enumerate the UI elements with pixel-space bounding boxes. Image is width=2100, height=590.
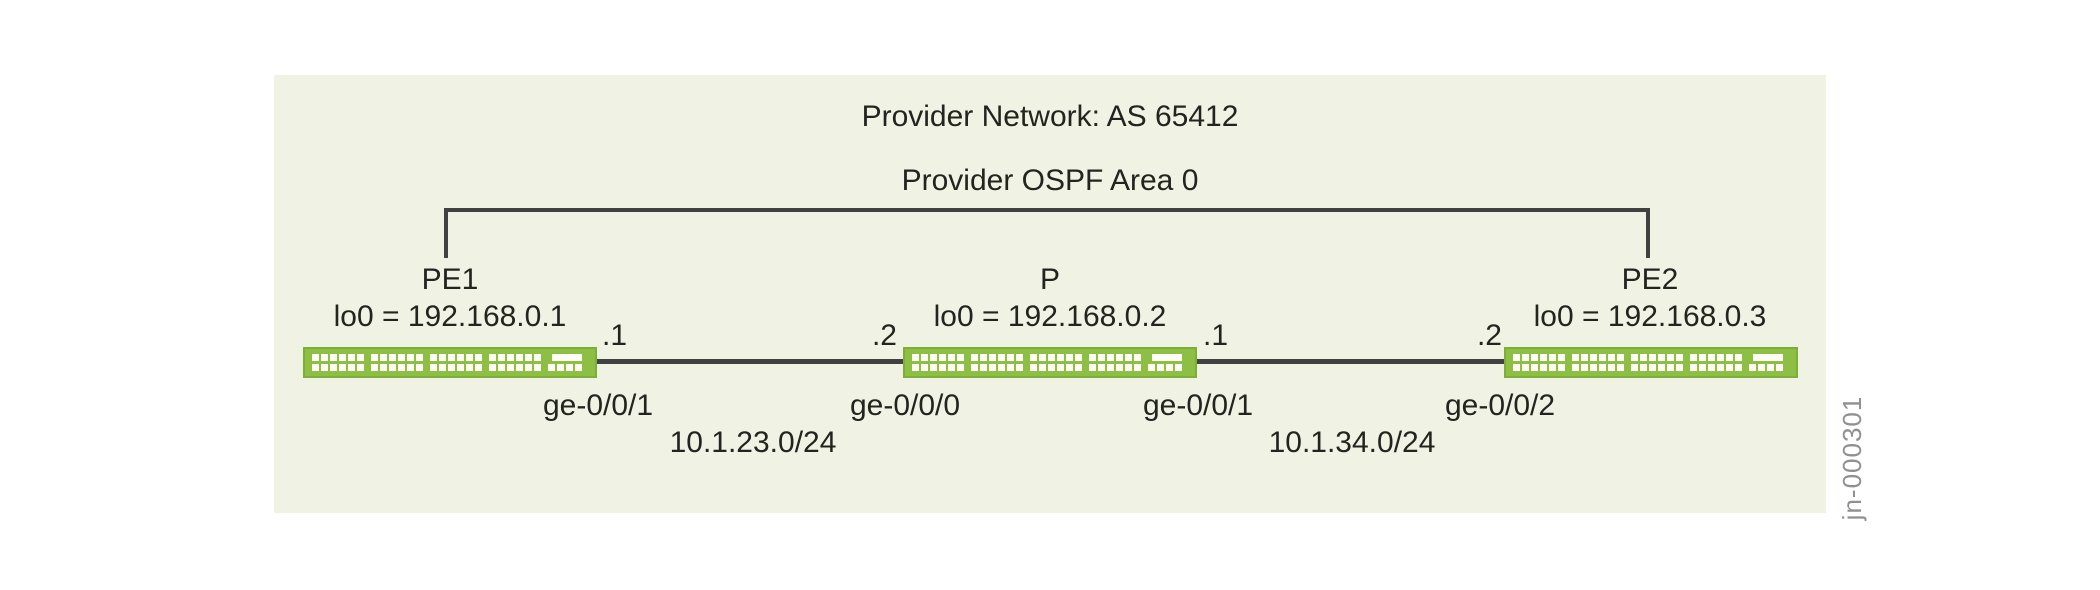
subnet-label-pe1-p: 10.1.23.0/24 <box>669 426 837 459</box>
ip-label-pe1-side: .1 <box>602 319 628 352</box>
interface-label-p-right: ge-0/0/1 <box>1142 389 1254 422</box>
port-group <box>1030 354 1082 371</box>
port-group <box>912 354 964 371</box>
interface-label-pe2: ge-0/0/2 <box>1444 389 1556 422</box>
node-loopback-p: lo0 = 192.168.0.2 <box>933 300 1167 333</box>
port-group <box>1631 354 1683 371</box>
subnet-label-p-pe2: 10.1.34.0/24 <box>1268 426 1436 459</box>
port-bar <box>1152 354 1182 361</box>
port-row <box>1148 364 1182 371</box>
node-label-pe1: PE1 lo0 = 192.168.0.1 <box>200 261 700 335</box>
router-icon-pe1 <box>303 347 597 378</box>
ospf-area-bracket <box>444 208 1650 258</box>
uplink-port-group <box>1749 354 1783 371</box>
node-label-pe2: PE2 lo0 = 192.168.0.3 <box>1400 261 1900 335</box>
figure-id-watermark: jn-000301 <box>1837 395 1867 521</box>
ip-label-pe2-side: .2 <box>1476 319 1502 352</box>
provider-network-panel <box>274 75 1826 513</box>
node-name-pe2: PE2 <box>1621 263 1679 296</box>
port-row <box>548 364 582 371</box>
link-pe1-p <box>597 359 903 364</box>
port-group <box>1089 354 1141 371</box>
port-group <box>371 354 423 371</box>
diagram-title: Provider Network: AS 65412 <box>861 100 1239 133</box>
interface-label-pe1: ge-0/0/1 <box>542 389 654 422</box>
interface-label-p-left: ge-0/0/0 <box>849 389 961 422</box>
port-group <box>1690 354 1742 371</box>
ip-label-p-left: .2 <box>871 319 897 352</box>
node-label-p: P lo0 = 192.168.0.2 <box>800 261 1300 335</box>
node-name-p: P <box>1039 263 1060 296</box>
port-group <box>971 354 1023 371</box>
ospf-area-label: Provider OSPF Area 0 <box>901 164 1199 197</box>
port-group <box>1513 354 1565 371</box>
port-group <box>1572 354 1624 371</box>
port-group <box>430 354 482 371</box>
port-bar <box>1753 354 1783 361</box>
node-name-pe1: PE1 <box>421 263 479 296</box>
node-loopback-pe1: lo0 = 192.168.0.1 <box>333 300 567 333</box>
link-p-pe2 <box>1197 359 1504 364</box>
port-group <box>312 354 364 371</box>
router-icon-pe2 <box>1504 347 1798 378</box>
router-icon-p <box>903 347 1197 378</box>
ip-label-p-right: .1 <box>1203 319 1229 352</box>
port-bar <box>552 354 582 361</box>
port-row <box>1749 364 1783 371</box>
port-group <box>489 354 541 371</box>
node-loopback-pe2: lo0 = 192.168.0.3 <box>1533 300 1767 333</box>
uplink-port-group <box>1148 354 1182 371</box>
uplink-port-group <box>548 354 582 371</box>
